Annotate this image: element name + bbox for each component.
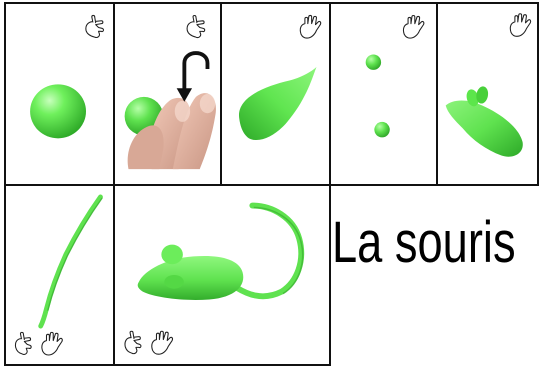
panel-step-3 <box>220 2 331 186</box>
two-hands-icon <box>15 332 62 355</box>
two-hands-icon <box>125 331 173 354</box>
panel-step-7 <box>113 184 331 366</box>
sheet-title: La souris <box>332 198 493 288</box>
fingers-rolling-ball-image <box>115 4 220 184</box>
green-ball-image <box>6 4 113 184</box>
open-hand-icon <box>510 14 530 37</box>
body-with-ears-image <box>438 4 537 184</box>
rotate-arrow-icon <box>184 53 207 92</box>
open-hand-icon <box>300 15 320 38</box>
panel-step-5 <box>436 2 539 186</box>
one-hand-point-icon <box>187 15 205 37</box>
one-hand-point-icon <box>86 15 104 37</box>
panel-step-2 <box>113 2 222 186</box>
green-teardrop-image <box>222 4 329 184</box>
finished-mouse-image <box>115 186 329 364</box>
panel-step-1 <box>4 2 115 186</box>
rolled-tail-image <box>6 186 113 364</box>
two-small-balls-image <box>331 4 436 184</box>
open-hand-icon <box>403 15 423 38</box>
panel-step-6 <box>4 184 115 366</box>
panel-step-4 <box>329 2 438 186</box>
